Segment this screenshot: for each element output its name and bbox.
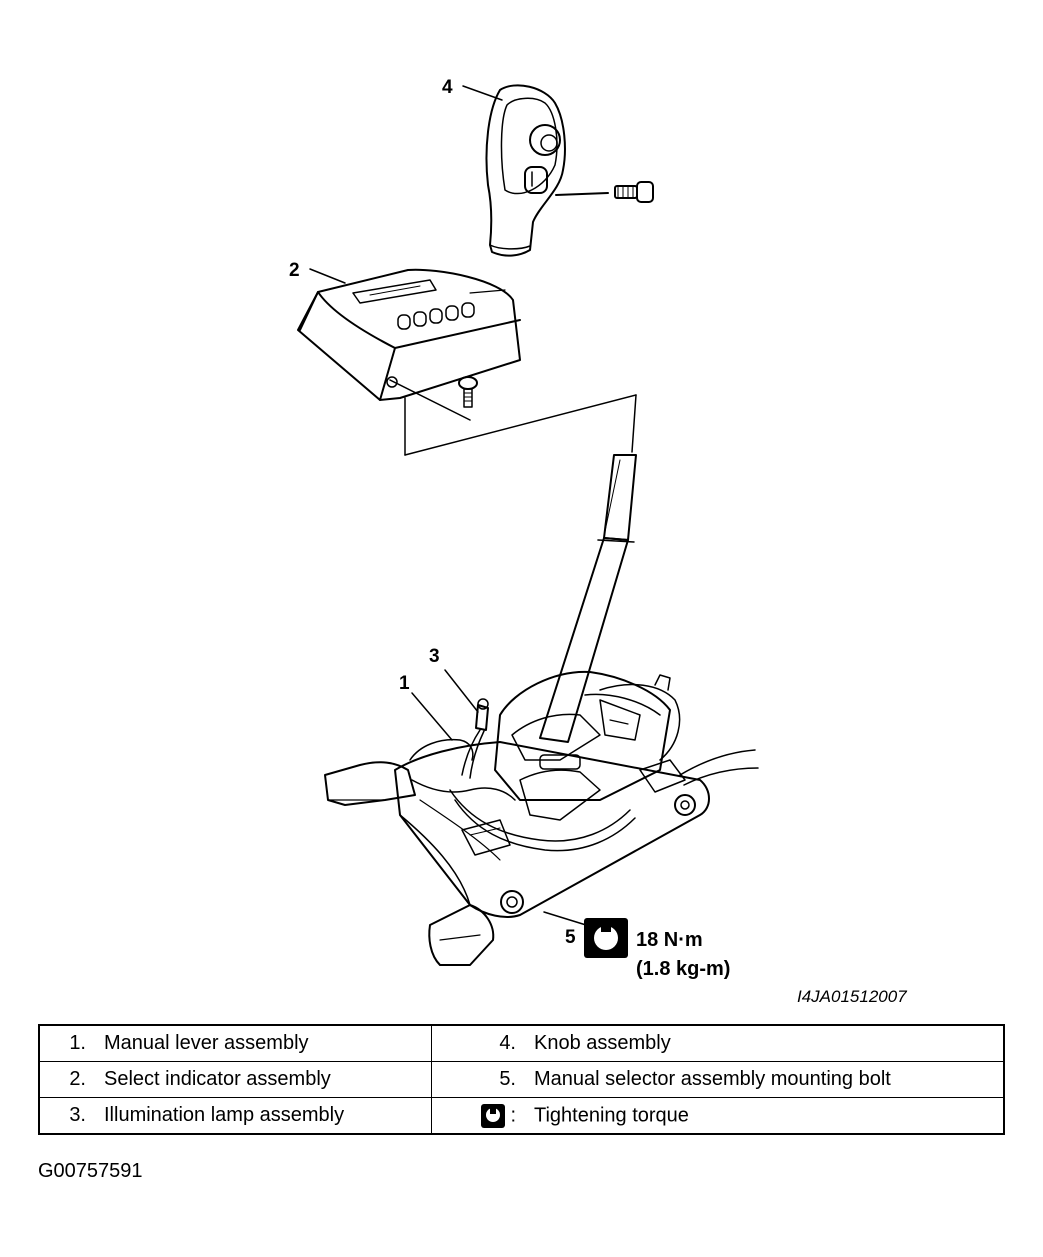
legend-label: Manual lever assembly (104, 1032, 309, 1054)
legend-label: Manual selector assembly mounting bolt (534, 1068, 891, 1090)
legend-number: 4. (499, 1032, 516, 1054)
legend-label: Tightening torque (534, 1103, 689, 1126)
shift-lever (539, 454, 637, 743)
manual-lever-assembly (324, 670, 759, 966)
torque-value-nm: 18 N·m (636, 929, 703, 951)
callout-3: 3 (429, 646, 440, 667)
torque-value-kgm: (1.8 kg-m) (636, 958, 730, 980)
legend-number: 2. (69, 1068, 86, 1090)
illumination-lamp-assembly (461, 698, 489, 779)
legend-label: Illumination lamp assembly (104, 1104, 345, 1126)
exploded-view-diagram: 4 2 3 1 5 18 N·m (1.8 kg-m) I4JA01512007 (289, 77, 907, 1006)
callout-4: 4 (442, 77, 453, 98)
legend-row: 2. Select indicator assembly 5. Manual sel… (38, 1061, 1005, 1098)
legend-number: 3. (69, 1104, 86, 1126)
legend-cell: : Tightening torque (431, 1097, 1005, 1135)
leader-lines (309, 85, 587, 926)
legend-cell: 2. Select indicator assembly (38, 1061, 432, 1098)
figure-code: I4JA01512007 (797, 987, 907, 1006)
indicator-screw (458, 376, 478, 408)
callout-1: 1 (399, 673, 410, 694)
legend-number: 1. (69, 1032, 86, 1054)
document-id: G00757591 (38, 1160, 143, 1182)
legend-cell: 3. Illumination lamp assembly (38, 1097, 432, 1135)
legend-cell: 1. Manual lever assembly (38, 1024, 432, 1062)
torque-wrench-icon (480, 1103, 505, 1128)
callout-2: 2 (289, 260, 300, 281)
legend-torque-symbol: : (432, 1103, 534, 1128)
legend-cell: 5. Manual selector assembly mounting bolt (431, 1061, 1005, 1098)
legend-number: : (510, 1103, 516, 1126)
legend-table: 1.Manual lever assembly 4.Knob assembly … (38, 1024, 1005, 1135)
knob-assembly (485, 84, 566, 257)
legend-row: 3. Illumination lamp assembly : Tightening… (38, 1097, 1005, 1135)
legend-label: Knob assembly (534, 1032, 671, 1054)
legend-number: 5. (499, 1068, 516, 1090)
select-indicator-assembly (297, 268, 521, 401)
legend-label: Select indicator assembly (104, 1068, 331, 1090)
torque-wrench-icon (584, 918, 628, 958)
legend-row: 1. Manual lever assembly 4. Knob assembly (38, 1024, 1005, 1062)
callout-5: 5 (565, 927, 576, 948)
alignment-guides (389, 379, 637, 456)
knob-screw (555, 181, 654, 203)
legend-cell: 4. Knob assembly (431, 1024, 1005, 1062)
